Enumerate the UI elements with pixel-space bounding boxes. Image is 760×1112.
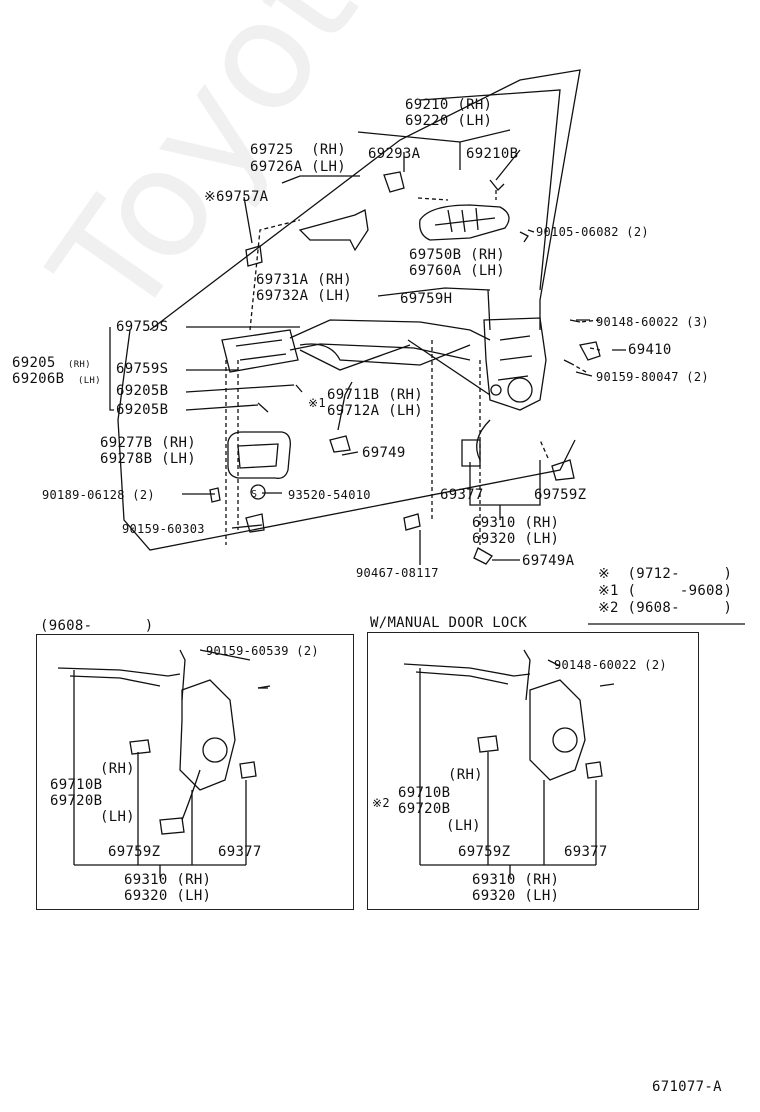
left-panel <box>36 634 354 910</box>
part-90467-08117: 90467-08117 <box>356 566 439 580</box>
part-90189-06128: 90189-06128 (2) <box>42 488 155 502</box>
s-mark: S <box>251 489 258 500</box>
part-90159-60303: 90159-60303 <box>122 522 205 536</box>
left-lh: (LH) <box>100 809 135 825</box>
part-69320: 69320 (LH) <box>472 531 560 547</box>
right-part-69310: 69310 (RH) <box>472 872 560 888</box>
part-90105-06082: 90105-06082 (2) <box>536 225 649 239</box>
part-90159-80047: 90159-80047 (2) <box>596 370 709 384</box>
door-outline <box>117 69 581 551</box>
right-mark-2: ※2 <box>372 796 390 810</box>
part-90148-60022: 90148-60022 (3) <box>596 315 709 329</box>
left-panel-drawing <box>57 649 271 878</box>
left-rh: (RH) <box>100 761 135 777</box>
part-69759S-upper: 69759S <box>116 319 169 335</box>
right-rh: (RH) <box>448 767 483 783</box>
part-69210B: 69210B <box>466 146 519 162</box>
leader-lines <box>109 129 626 565</box>
left-part-90159-60539: 90159-60539 (2) <box>206 644 319 658</box>
door-lock-drawing <box>476 317 547 461</box>
right-part-69759Z: 69759Z <box>458 844 511 860</box>
left-panel-title: (9608- ) <box>40 618 154 634</box>
part-69205: 69205 <box>12 355 56 371</box>
part-69278B: 69278B (LH) <box>100 451 197 467</box>
part-69377: 69377 <box>440 487 484 503</box>
part-69759H: 69759H <box>400 291 453 307</box>
rods-drawing <box>289 289 491 396</box>
outside-handle-drawing <box>419 204 510 241</box>
part-69220: 69220 (LH) <box>405 113 493 129</box>
part-69760A: 69760A (LH) <box>409 263 506 279</box>
dashed-leaders <box>225 190 601 545</box>
part-69206B: 69206B <box>12 371 65 387</box>
interior-lock-drawing <box>221 329 299 373</box>
part-69731A: 69731A (RH) <box>256 272 353 288</box>
right-part-69710B: 69710B <box>398 785 451 801</box>
part-93520-54010: 93520-54010 <box>288 488 371 502</box>
part-69205B-upper: 69205B <box>116 383 169 399</box>
right-part-69720B: 69720B <box>398 801 451 817</box>
mark-1: ※1 <box>308 396 326 410</box>
part-69205-suffix: (RH) <box>68 360 91 370</box>
left-part-69377: 69377 <box>218 844 262 860</box>
part-69277B: 69277B (RH) <box>100 435 197 451</box>
left-part-69310: 69310 (RH) <box>124 872 212 888</box>
part-69210: 69210 (RH) <box>405 97 493 113</box>
part-69726A: 69726A (LH) <box>250 159 347 175</box>
part-69759Z: 69759Z <box>534 487 587 503</box>
legend-row-1: ※ (9712- ) <box>598 566 733 582</box>
part-69750B: 69750B (RH) <box>409 247 506 263</box>
right-panel-title: W/MANUAL DOOR LOCK <box>370 615 528 631</box>
part-69749A: 69749A <box>522 553 575 569</box>
right-panel <box>367 632 699 910</box>
part-69410: 69410 <box>628 342 672 358</box>
diagram-code: 671077-A <box>652 1079 722 1095</box>
part-69712A: 69712A (LH) <box>327 403 424 419</box>
right-part-69320: 69320 (LH) <box>472 888 560 904</box>
part-69205B-lower: 69205B <box>116 402 169 418</box>
right-panel-drawing <box>403 649 615 878</box>
left-part-69759Z: 69759Z <box>108 844 161 860</box>
part-69759S-lower: 69759S <box>116 361 169 377</box>
part-69310: 69310 (RH) <box>472 515 560 531</box>
left-part-69320: 69320 (LH) <box>124 888 212 904</box>
part-69732A: 69732A (LH) <box>256 288 353 304</box>
part-69725: 69725 (RH) <box>250 142 347 158</box>
right-part-90148-60022: 90148-60022 (2) <box>554 658 667 672</box>
part-69293A: 69293A <box>368 146 421 162</box>
part-69711B: 69711B (RH) <box>327 387 424 403</box>
part-69757A: ※69757A <box>204 189 269 205</box>
left-part-69710B: 69710B <box>50 777 103 793</box>
legend-row-3: ※2 (9608- ) <box>598 600 733 616</box>
legend-row-2: ※1 ( -9608) <box>598 583 733 599</box>
left-part-69720B: 69720B <box>50 793 103 809</box>
part-69749: 69749 <box>362 445 406 461</box>
right-part-69377: 69377 <box>564 844 608 860</box>
part-69206B-suffix: (LH) <box>78 376 101 386</box>
right-lh: (LH) <box>446 818 481 834</box>
